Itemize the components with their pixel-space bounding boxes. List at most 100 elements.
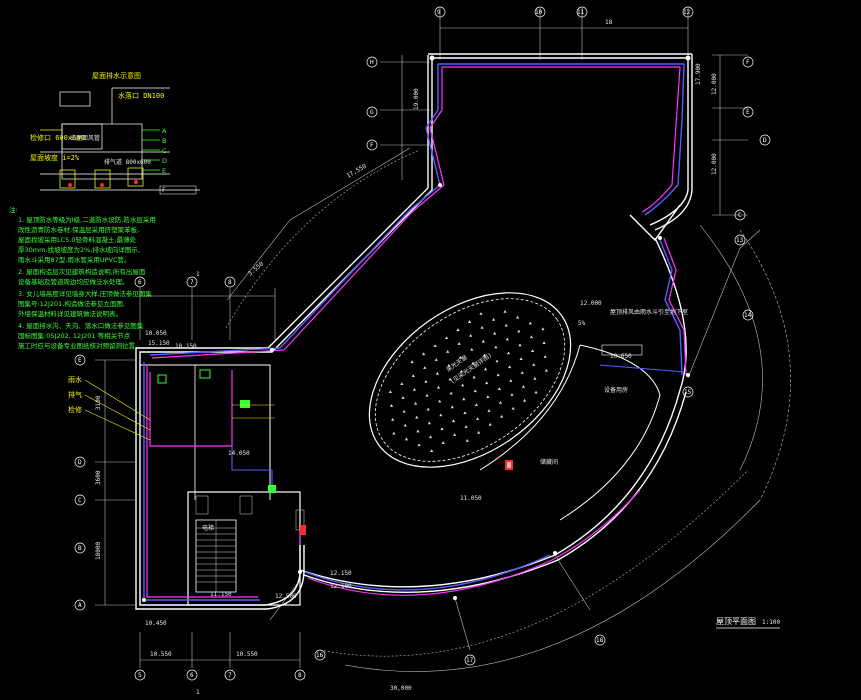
grid-label-top-1: 9 (437, 9, 441, 16)
skylight-glass-mark (411, 374, 415, 377)
markers (142, 55, 691, 602)
grid-label-lower-1: E (78, 357, 82, 364)
dim-mid-3: 15.150 (148, 340, 170, 347)
skylight-glass-mark (404, 437, 409, 441)
skylight-glass-mark (522, 398, 527, 402)
legend-tag-4: D (162, 157, 167, 165)
dimension-lines (95, 8, 791, 672)
grid-label-arc-1: 13 (736, 237, 744, 244)
lift-label: 电梯 (202, 524, 214, 532)
skylight-glass-mark (447, 363, 451, 367)
skylight-glass-mark (533, 376, 537, 380)
skylight-glass-mark (424, 379, 428, 383)
skylight-glass-mark (430, 449, 434, 452)
skylight-glass-mark (516, 315, 520, 319)
skylight-glass-mark (465, 438, 469, 442)
skylight-glass-mark (436, 385, 441, 389)
grid-label-top-3: 11 (577, 9, 585, 16)
level-9: 17.900 (695, 63, 702, 85)
note-line-5: 雨水斗采用87型,雨水管采用UPVC管。 (18, 255, 131, 264)
elevation-levels: 10.150 11.050 12.150 12.100 10.450 10.05… (145, 63, 702, 627)
skylight-glass-mark (450, 405, 454, 409)
pointer-label-2: 排气 (68, 390, 82, 399)
right-tag: 5% (578, 320, 586, 327)
grid-label-arc-bottom-1: 16 (316, 652, 324, 659)
dim-top: 18 (605, 19, 613, 26)
note-line-13: 施工时应与设备专业图纸核对预留洞位置 (18, 341, 136, 350)
grid-label-arc-2: 14 (744, 312, 752, 319)
room-a-label: 设备用房 (604, 386, 628, 394)
section-mark-top: 1 (196, 271, 200, 278)
skylight-glass-mark (496, 373, 500, 377)
skylight-glass-mark (500, 414, 504, 418)
legend-line-3: 屋面坡度 i=2% (30, 153, 80, 162)
skylight-glass-mark (529, 335, 534, 339)
skylight-glass-mark (388, 390, 392, 394)
grid-label-bottom-3: 7 (228, 672, 232, 679)
skylight-glass-mark (498, 401, 503, 404)
skylight-glass-mark (451, 419, 456, 423)
note-line-2: 改性沥青防水卷材,保温层采用挤塑聚苯板, (18, 225, 139, 234)
skylight-glass-mark (459, 369, 464, 373)
skylight-glass-mark (503, 309, 507, 313)
grid-label-right-3: D (763, 137, 767, 144)
grid-label-lower-3: C (78, 497, 82, 504)
skylight-glass-mark (425, 393, 429, 397)
grid-label-stair-top-3: 8 (228, 279, 232, 286)
stair-treads (195, 495, 305, 592)
grid-label-top-4: 12 (683, 9, 691, 16)
skylight-glass-mark (493, 331, 497, 335)
skylight-glass-mark (485, 381, 489, 385)
general-notes: 注: 1. 屋顶防水等级为I级,二道防水设防,防水层采用 改性沥青防水卷材,保温… (9, 205, 156, 350)
grid-bubbles (74, 6, 771, 681)
skylight-glass-mark (497, 387, 501, 390)
skylight-glass-mark (488, 422, 492, 426)
skylight-glass-mark (389, 404, 394, 407)
skylight-glass-mark (491, 317, 496, 321)
section-mark-bottom: 1 (196, 689, 200, 696)
grid-label-arc-bottom-2: 17 (466, 657, 474, 664)
skylight-glass-mark (423, 366, 427, 369)
dim-left-1: 3100 (95, 395, 102, 410)
legend-tag-1: A (162, 127, 167, 135)
skylight-glass-mark (519, 357, 523, 361)
skylight-glass-mark (433, 344, 437, 348)
legend-line-2: 检修口 600x600 (30, 133, 85, 142)
legend-tag-6: F (162, 187, 166, 194)
dim-right-1: 12.000 (711, 73, 718, 95)
skylight-glass-mark (544, 368, 548, 372)
skylight-glass-mark (480, 325, 484, 329)
note-line-4: 厚30mm,找坡坡度为2%,排水坡向详图示, (18, 245, 140, 254)
skylight-glass-mark (441, 441, 445, 444)
skylight-glass-mark (479, 312, 483, 315)
level-1: 10.150 (175, 343, 197, 350)
pointer-label-1: 雨水 (68, 375, 82, 384)
grid-label-lower-5: A (78, 602, 82, 609)
room-b-label: 储藏间 (540, 458, 558, 466)
skylight-glass-mark (401, 396, 405, 399)
note-line-11: 4. 屋面排水沟、天沟、落水口做法参见图集 (18, 321, 144, 330)
skylight-glass-mark (510, 392, 514, 396)
skylight-glass-mark (438, 399, 442, 403)
skylight-glass-mark (518, 343, 522, 347)
skylight-glass-mark (417, 443, 421, 447)
dim-mid-1: 17,550 (346, 163, 369, 180)
note-line-12: 国标图集:05J202, 12J201 等相关节点 (18, 331, 131, 340)
drawing-scale: 1:100 (762, 619, 780, 626)
legend-tag-2: B (162, 137, 166, 145)
skylight-glass-mark (392, 431, 396, 435)
grid-label-arc-3: 15 (684, 389, 692, 396)
grid-label-right-2: E (746, 109, 750, 116)
grid-label-arc-bottom-3: 18 (596, 637, 604, 644)
skylight-glass-mark (467, 320, 472, 323)
dim-right-2: 12.000 (711, 153, 718, 175)
level-2: 11.050 (460, 495, 482, 502)
skylight-glass-mark (461, 383, 465, 387)
skylight-glass-mark (440, 427, 444, 431)
dim-mid-6: 12.000 (580, 300, 602, 307)
central-skylight (368, 292, 572, 468)
skylight-glass-mark (534, 390, 538, 394)
skylight-glass-mark (457, 342, 461, 345)
skylight-glass-mark (422, 352, 426, 356)
